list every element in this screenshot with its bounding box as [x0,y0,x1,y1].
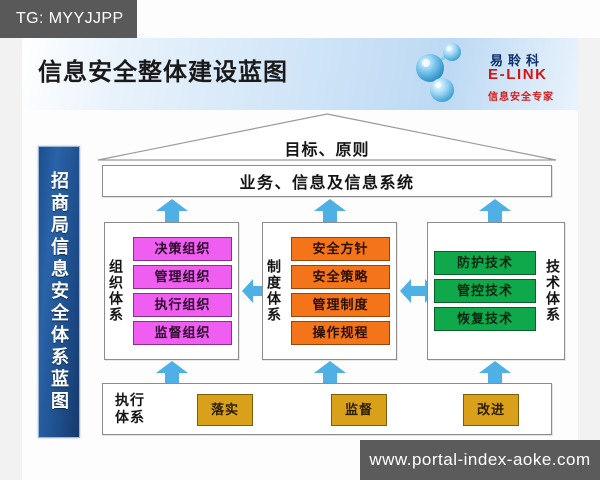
arrow-up-icon-inst-top [313,198,347,224]
foundation-bar: 执行 体系 落实 监督 改进 [102,383,552,435]
chip-tech-1[interactable]: 管控技术 [434,279,536,303]
chip-org-3[interactable]: 监督组织 [133,321,232,345]
logo-name-en: E-LINK [488,66,548,83]
watermark-badge: www.portal-index-aoke.com [360,440,600,480]
chip-inst-2[interactable]: 管理制度 [291,293,390,317]
pillar-items-technology: 防护技术 管控技术 恢复技术 [428,247,542,335]
foundation-label-line1: 执行 [115,392,145,408]
arrow-up-icon-inst-bottom [313,360,347,386]
chip-inst-1[interactable]: 安全策略 [291,265,390,289]
logo-tagline: 信息安全专家 [488,92,554,103]
arrow-up-icon-tech-bottom [478,360,512,386]
page-left-margin [0,38,22,480]
chip-inst-3[interactable]: 操作规程 [291,321,390,345]
foundation-label: 执行 体系 [115,392,159,426]
chip-foundation-2[interactable]: 改进 [463,394,519,426]
logo-name-cn: 易聆科 [490,53,545,68]
pediment-roof: 目标、原则 [96,112,558,164]
molecule-icon [416,43,461,102]
pillar-label-institution: 制度体系 [266,259,282,323]
pillar-technology: 防护技术 管控技术 恢复技术 技术体系 [427,222,565,360]
arrow-up-icon-tech-top [478,198,512,224]
chip-inst-0[interactable]: 安全方针 [291,237,390,261]
chip-foundation-0[interactable]: 落实 [197,394,253,426]
pillar-items-institution: 安全方针 安全策略 管理制度 操作规程 [285,233,396,349]
page-right-margin [578,38,600,480]
chip-org-0[interactable]: 决策组织 [133,237,232,261]
architrave-label: 业务、信息及信息系统 [239,175,415,192]
page-title: 信息安全整体建设蓝图 [38,59,288,86]
chip-tech-0[interactable]: 防护技术 [434,251,536,275]
roof-triangle-icon [97,113,557,161]
architrave-bar: 业务、信息及信息系统 [102,165,552,197]
chip-org-1[interactable]: 管理组织 [133,265,232,289]
pillar-institution: 制度体系 安全方针 安全策略 管理制度 操作规程 [262,222,397,360]
chip-org-2[interactable]: 执行组织 [133,293,232,317]
pediment-label: 目标、原则 [284,142,370,159]
slide-header: 信息安全整体建设蓝图 [22,38,578,110]
arrow-up-icon-org-top [155,198,189,224]
pillar-label-technology: 技术体系 [545,259,561,323]
arrow-up-icon-org-bottom [155,360,189,386]
tg-tag-badge: TG: MYYJJPP [0,0,137,38]
foundation-label-line2: 体系 [115,409,145,425]
company-logo: 易聆科 E-LINK 信息安全专家 [412,38,572,110]
pillar-organization: 组织体系 决策组织 管理组织 执行组织 监督组织 [104,222,239,360]
pillar-items-organization: 决策组织 管理组织 执行组织 监督组织 [127,233,238,349]
vertical-title-text: 招商局信息安全体系蓝图 [49,171,69,413]
chip-tech-2[interactable]: 恢复技术 [434,307,536,331]
chip-foundation-1[interactable]: 监督 [331,394,387,426]
pillar-label-organization: 组织体系 [108,259,124,323]
vertical-title-banner: 招商局信息安全体系蓝图 [38,146,80,438]
